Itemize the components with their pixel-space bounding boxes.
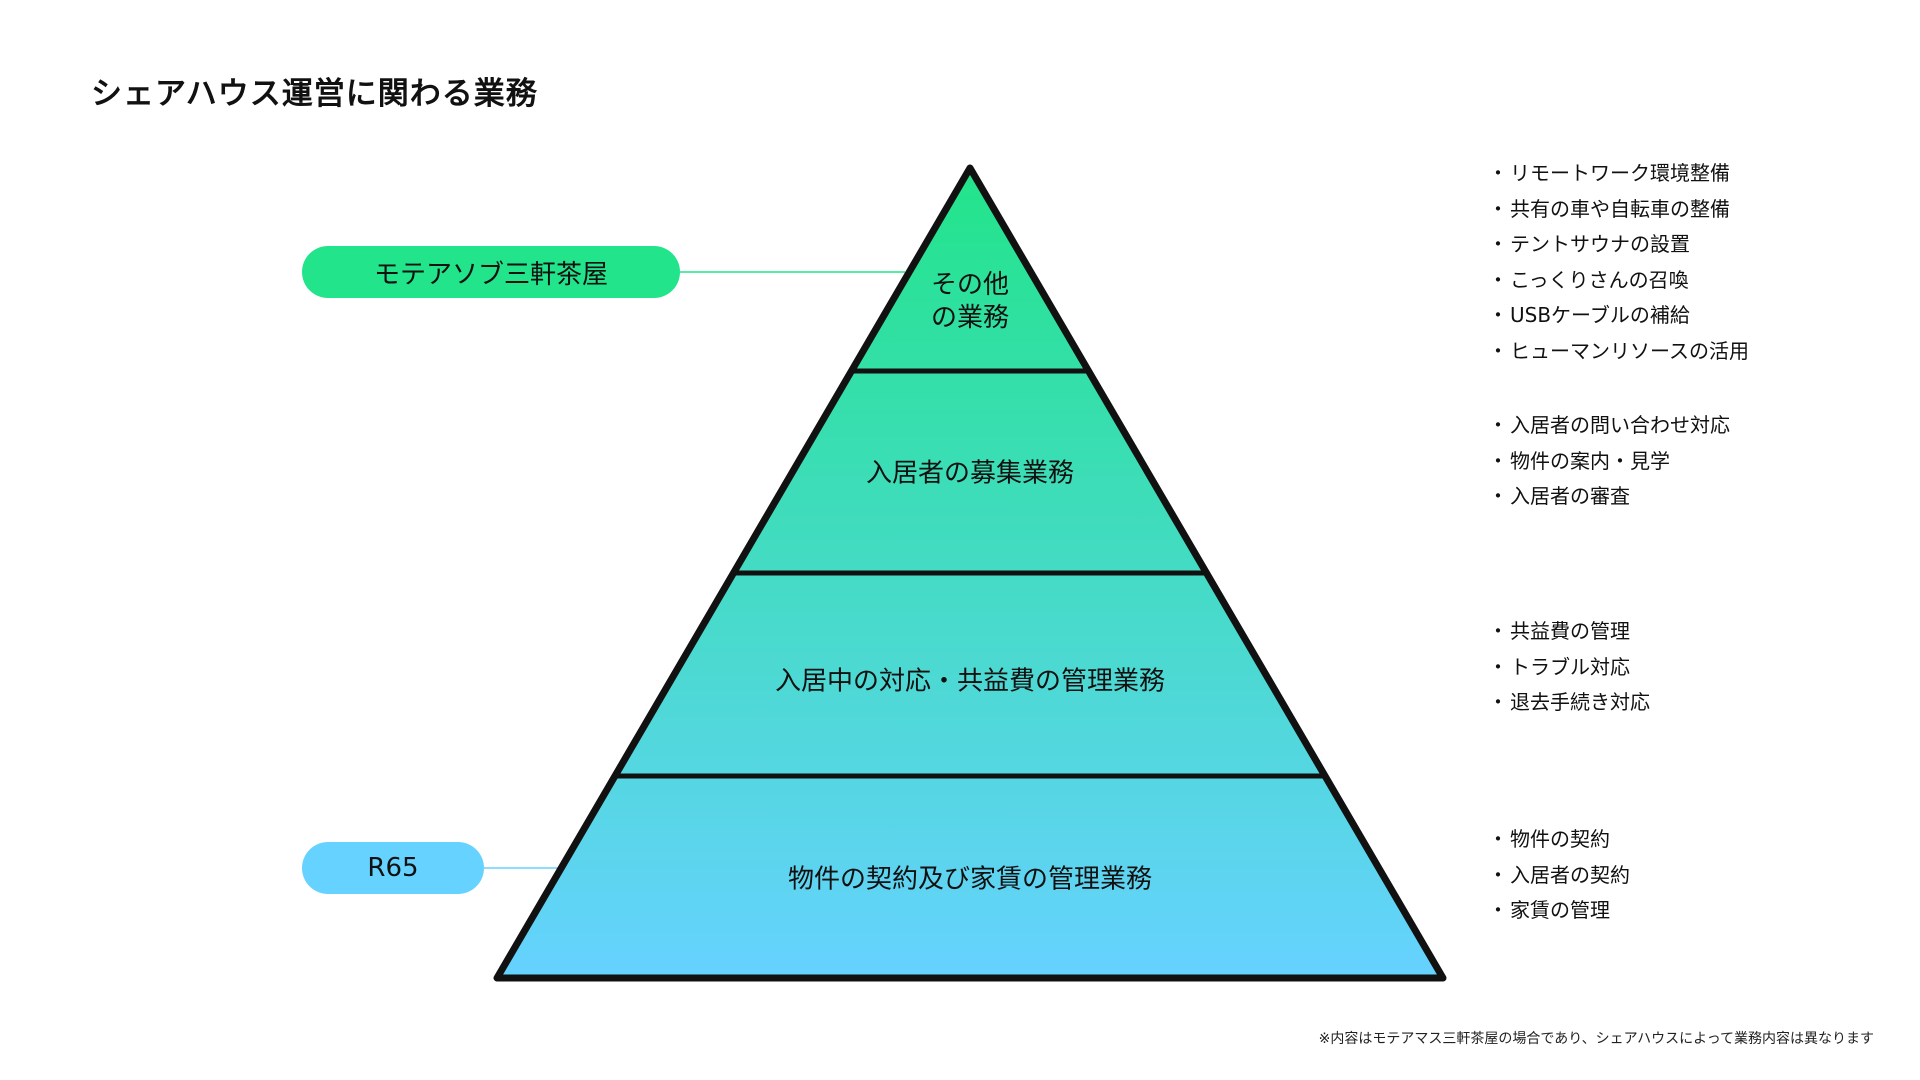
callout-pill-r65: R65 (302, 842, 484, 894)
bullet-item: 共有の車や自転車の整備 (1488, 192, 1749, 228)
bullet-item: こっくりさんの召喚 (1488, 263, 1749, 299)
bullet-list-other: リモートワーク環境整備 共有の車や自転車の整備 テントサウナの設置 こっくりさん… (1488, 156, 1749, 369)
bullet-list-contract: 物件の契約 入居者の契約 家賃の管理 (1488, 822, 1630, 929)
bullet-item: 物件の案内・見学 (1488, 444, 1730, 480)
bullet-list-recruitment: 入居者の問い合わせ対応 物件の案内・見学 入居者の審査 (1488, 408, 1730, 515)
page-title: シェアハウス運営に関わる業務 (91, 76, 538, 112)
tier-label-other: その他 の業務 (730, 269, 1210, 335)
tier-label-contract: 物件の契約及び家賃の管理業務 (730, 864, 1210, 897)
bullet-item: ヒューマンリソースの活用 (1488, 334, 1749, 370)
tier-label-line: その他 (930, 270, 1009, 300)
tier-label-line: 入居者の募集業務 (865, 458, 1074, 489)
bullet-item: 入居者の契約 (1488, 858, 1630, 894)
tier-label-line: 物件の契約及び家賃の管理業務 (787, 864, 1152, 895)
bullet-item: 退去手続き対応 (1488, 685, 1650, 721)
tier-label-line: 入居中の対応・共益費の管理業務 (774, 666, 1165, 697)
callout-pill-moteasobu: モテアソブ三軒茶屋 (302, 246, 680, 298)
bullet-item: 入居者の問い合わせ対応 (1488, 408, 1730, 444)
tier-label-recruitment: 入居者の募集業務 (730, 458, 1210, 491)
footnote: ※内容はモテアマス三軒茶屋の場合であり、シェアハウスによって業務内容は異なります (1318, 1031, 1874, 1047)
bullet-item: 入居者の審査 (1488, 479, 1730, 515)
bullet-item: リモートワーク環境整備 (1488, 156, 1749, 192)
bullet-item: 共益費の管理 (1488, 614, 1650, 650)
bullet-item: USBケーブルの補給 (1488, 298, 1749, 334)
pyramid-outline (493, 164, 1447, 982)
bullet-list-residency: 共益費の管理 トラブル対応 退去手続き対応 (1488, 614, 1650, 721)
bullet-item: テントサウナの設置 (1488, 227, 1749, 263)
bullet-item: 物件の契約 (1488, 822, 1630, 858)
bullet-item: トラブル対応 (1488, 650, 1650, 686)
tier-label-residency: 入居中の対応・共益費の管理業務 (730, 666, 1210, 699)
bullet-item: 家賃の管理 (1488, 893, 1630, 929)
tier-label-line: の業務 (930, 303, 1009, 333)
